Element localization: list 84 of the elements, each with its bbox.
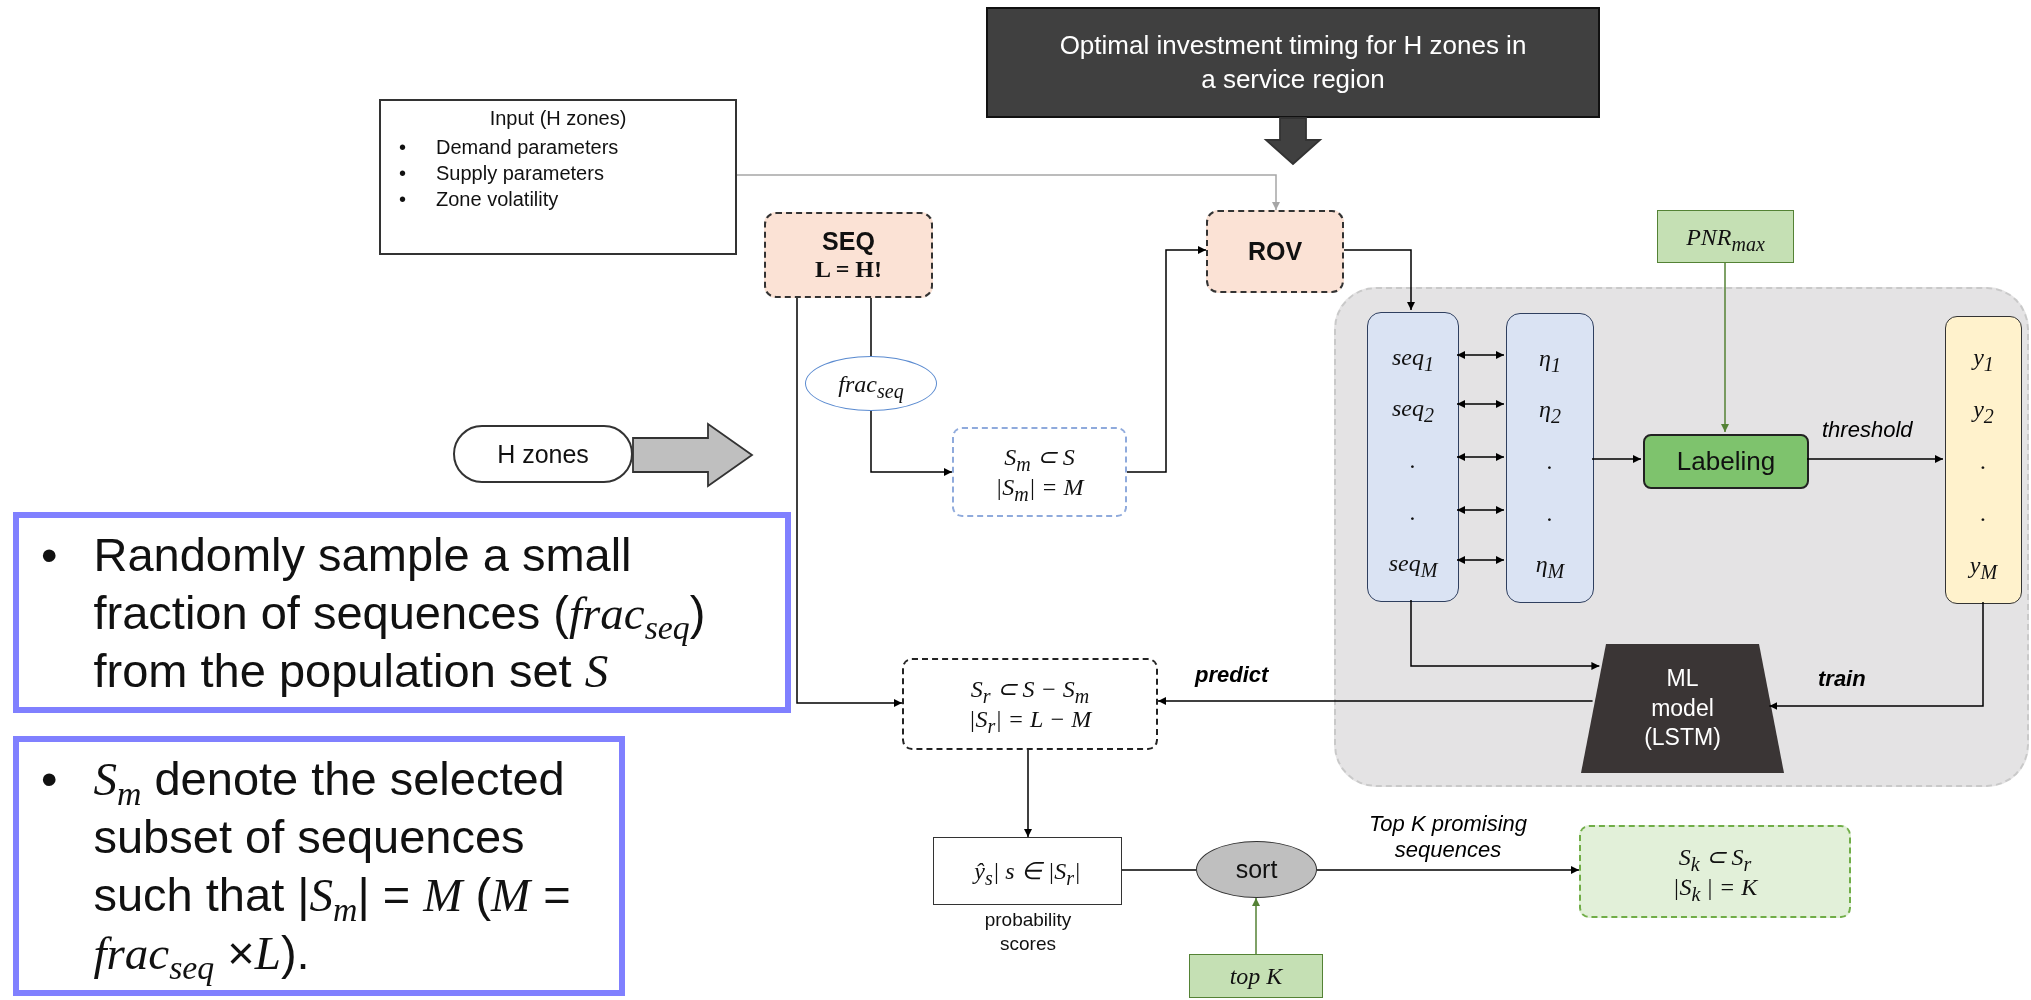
formula-text: S$_{k}$ ⊂ S$_{r}$ [1678, 842, 1752, 872]
bullet-marker: • [41, 526, 58, 583]
pill-label: H zones [497, 439, 589, 469]
process-box [764, 212, 933, 298]
formula-text: ŷ$_{s}$| s ∈ |S$_{r}$| [974, 857, 1081, 886]
input-box [379, 99, 737, 255]
sequence-label: seq$_{M}$ [1388, 549, 1438, 579]
block-arrow [1263, 117, 1323, 166]
score-box [933, 837, 1122, 905]
arrow [870, 410, 953, 476]
process-label: ROV [1247, 237, 1303, 266]
note-text: Randomly sample a small fraction of sequences (frac$_{seq}$) from the population set S [93, 526, 707, 699]
formula-text: S$_{r}$ ⊂ S − S$_{m}$ [970, 675, 1090, 704]
labeling-box [1643, 434, 1809, 489]
arrow [1024, 749, 1032, 838]
arrow [736, 174, 1280, 211]
result-box [1579, 825, 1851, 918]
note-box [13, 512, 791, 713]
arrow [1343, 249, 1415, 311]
connector-line [1121, 869, 1197, 871]
arrow [1806, 455, 1944, 463]
title-text: Optimal investment timing for H zones in a service region [1058, 28, 1528, 96]
input-item: Supply parameters [436, 161, 605, 186]
double-arrow [1456, 506, 1505, 514]
double-arrow [1456, 556, 1505, 564]
parameter-box [1657, 210, 1794, 263]
input-item: Zone volatility [436, 187, 560, 212]
double-arrow [1456, 351, 1505, 359]
formula-text: |S$_{m}$| = M [995, 473, 1084, 502]
sequence-label: . [1410, 446, 1416, 475]
labeling-label: Labeling [1676, 446, 1776, 477]
connector-line [870, 297, 872, 357]
bullet-marker: • [399, 135, 406, 160]
subset-box [902, 658, 1158, 750]
sequence-label: seq$_{2}$ [1392, 394, 1434, 424]
sort-label: sort [1235, 855, 1278, 884]
sequence-label: seq$_{1}$ [1392, 342, 1434, 372]
arrow [1591, 455, 1642, 463]
input-pill [453, 425, 633, 483]
arrow [1316, 866, 1580, 874]
process-label: SEQ [822, 227, 875, 256]
title-box [986, 7, 1600, 118]
label-value: . [1980, 499, 1987, 528]
value-column [1506, 313, 1594, 603]
arrow [1721, 262, 1729, 433]
arrow [1157, 697, 1594, 705]
formula-text: |S$_{k}$ | = K [1672, 872, 1758, 902]
label-value: y$_{1}$ [1973, 343, 1994, 372]
arrow [1252, 897, 1260, 955]
bullet-marker: • [399, 187, 406, 212]
label-column [1945, 316, 2022, 604]
bullet-marker: • [399, 161, 406, 186]
double-arrow [1456, 453, 1505, 461]
parameter-label: PNR$_{max}$ [1686, 222, 1765, 252]
sequence-column [1367, 312, 1459, 602]
arrow [1768, 601, 1984, 710]
caption-text: probability scores [983, 908, 1073, 956]
double-arrow [1456, 400, 1505, 408]
process-label: L = H! [815, 256, 882, 283]
parameter-label: top K [1229, 962, 1283, 991]
note-box [13, 736, 625, 996]
label-value: y$_{2}$ [1973, 395, 1994, 424]
model-panel [1334, 287, 2029, 787]
model-label: ML model (LSTM) [1643, 663, 1722, 753]
arrow [1410, 599, 1601, 670]
formula-text: |S$_{r}$| = L − M [968, 705, 1092, 734]
input-item: Demand parameters [436, 135, 620, 160]
input-item: Input (H zones) [488, 107, 628, 130]
value-label: η$_{M}$ [1535, 550, 1565, 580]
subset-box [952, 427, 1127, 517]
value-label: η$_{2}$ [1539, 395, 1561, 425]
value-label: η$_{1}$ [1539, 343, 1561, 373]
parameter-box [1189, 954, 1323, 998]
arrow [1126, 246, 1207, 473]
value-label: . [1547, 498, 1553, 528]
label-value: . [1980, 447, 1987, 476]
value-label: . [1547, 447, 1553, 476]
bullet-marker: • [41, 751, 58, 807]
block-arrow [632, 422, 754, 488]
label-value: y$_{M}$ [1969, 551, 1998, 580]
arrow [796, 297, 903, 707]
formula-text: S$_{m}$ ⊂ S [1004, 443, 1075, 472]
process-box [1206, 210, 1344, 293]
sequence-label: . [1410, 497, 1416, 527]
